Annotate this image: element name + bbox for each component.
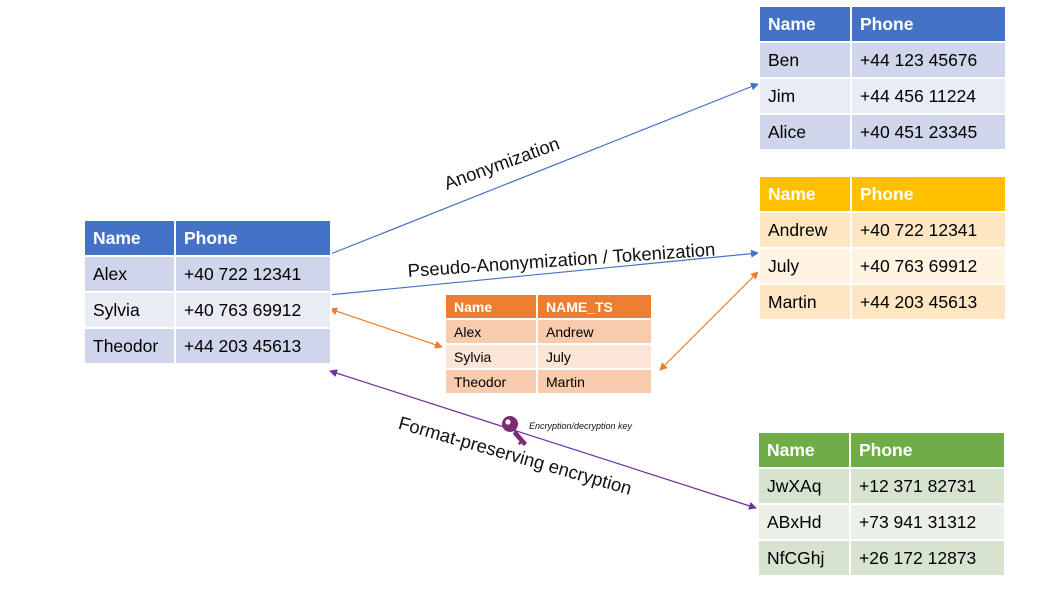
table-row: NfCGhj +26 172 12873 bbox=[757, 539, 1006, 577]
source-header-name: Name bbox=[83, 219, 176, 257]
cell-name: Ben bbox=[758, 41, 852, 79]
table-row: Alex +40 722 12341 bbox=[83, 255, 332, 293]
table-row: Alex Andrew bbox=[444, 318, 653, 345]
cell-phone: +44 123 45676 bbox=[850, 41, 1007, 79]
tokenized-table: Name Phone Andrew +40 722 12341 July +40… bbox=[758, 175, 1007, 321]
anonymization-arrow bbox=[327, 82, 759, 256]
token-header-name: Name bbox=[758, 175, 852, 213]
cell-phone: +44 456 11224 bbox=[850, 77, 1007, 115]
cell-phone: +44 203 45613 bbox=[174, 327, 332, 365]
table-row: Martin +44 203 45613 bbox=[758, 283, 1007, 321]
table-row: July +40 763 69912 bbox=[758, 247, 1007, 285]
source-table: Name Phone Alex +40 722 12341 Sylvia +40… bbox=[83, 219, 332, 365]
table-row: ABxHd +73 941 31312 bbox=[757, 503, 1006, 541]
cell-phone: +73 941 31312 bbox=[849, 503, 1006, 541]
fpe-header-phone: Phone bbox=[849, 431, 1006, 469]
table-row: Sylvia +40 763 69912 bbox=[83, 291, 332, 329]
cell-token: Martin bbox=[536, 368, 653, 395]
table-row: Alice +40 451 23345 bbox=[758, 113, 1007, 151]
fpe-arrow bbox=[329, 369, 757, 510]
cell-name: JwXAq bbox=[757, 467, 851, 505]
cell-name: Sylvia bbox=[83, 291, 176, 329]
cell-token: July bbox=[536, 343, 653, 370]
cell-name: July bbox=[758, 247, 852, 285]
tokenization-arrow bbox=[327, 249, 759, 296]
anon-header-phone: Phone bbox=[850, 5, 1007, 43]
token-mapping-table: Name NAME_TS Alex Andrew Sylvia July The… bbox=[444, 293, 653, 395]
cell-name: Alice bbox=[758, 113, 852, 151]
anonymized-table: Name Phone Ben +44 123 45676 Jim +44 456… bbox=[758, 5, 1007, 151]
map-header-name: Name bbox=[444, 293, 538, 320]
cell-name: Alex bbox=[444, 318, 538, 345]
key-icon bbox=[502, 416, 527, 446]
table-row: Ben +44 123 45676 bbox=[758, 41, 1007, 79]
table-row: Jim +44 456 11224 bbox=[758, 77, 1007, 115]
table-row: JwXAq +12 371 82731 bbox=[757, 467, 1006, 505]
cell-phone: +44 203 45613 bbox=[850, 283, 1007, 321]
key-label: Encryption/decryption key bbox=[529, 421, 633, 431]
cell-name: Alex bbox=[83, 255, 176, 293]
table-row: Sylvia July bbox=[444, 343, 653, 370]
encrypted-table: Name Phone JwXAq +12 371 82731 ABxHd +73… bbox=[757, 431, 1006, 577]
cell-name: Andrew bbox=[758, 211, 852, 249]
cell-name: Jim bbox=[758, 77, 852, 115]
fpe-header-name: Name bbox=[757, 431, 851, 469]
table-row: Andrew +40 722 12341 bbox=[758, 211, 1007, 249]
cell-phone: +40 722 12341 bbox=[174, 255, 332, 293]
table-row: Theodor +44 203 45613 bbox=[83, 327, 332, 365]
source-to-mapping-arrow bbox=[329, 307, 443, 349]
cell-name: Theodor bbox=[83, 327, 176, 365]
cell-name: NfCGhj bbox=[757, 539, 851, 577]
cell-name: Theodor bbox=[444, 368, 538, 395]
cell-phone: +12 371 82731 bbox=[849, 467, 1006, 505]
map-header-token: NAME_TS bbox=[536, 293, 653, 320]
mapping-to-token-arrow bbox=[659, 271, 759, 371]
cell-phone: +40 763 69912 bbox=[850, 247, 1007, 285]
source-header-phone: Phone bbox=[174, 219, 332, 257]
cell-token: Andrew bbox=[536, 318, 653, 345]
cell-phone: +40 763 69912 bbox=[174, 291, 332, 329]
cell-phone: +26 172 12873 bbox=[849, 539, 1006, 577]
table-row: Theodor Martin bbox=[444, 368, 653, 395]
cell-name: Martin bbox=[758, 283, 852, 321]
cell-name: Sylvia bbox=[444, 343, 538, 370]
cell-phone: +40 722 12341 bbox=[850, 211, 1007, 249]
anon-header-name: Name bbox=[758, 5, 852, 43]
cell-name: ABxHd bbox=[757, 503, 851, 541]
cell-phone: +40 451 23345 bbox=[850, 113, 1007, 151]
token-header-phone: Phone bbox=[850, 175, 1007, 213]
